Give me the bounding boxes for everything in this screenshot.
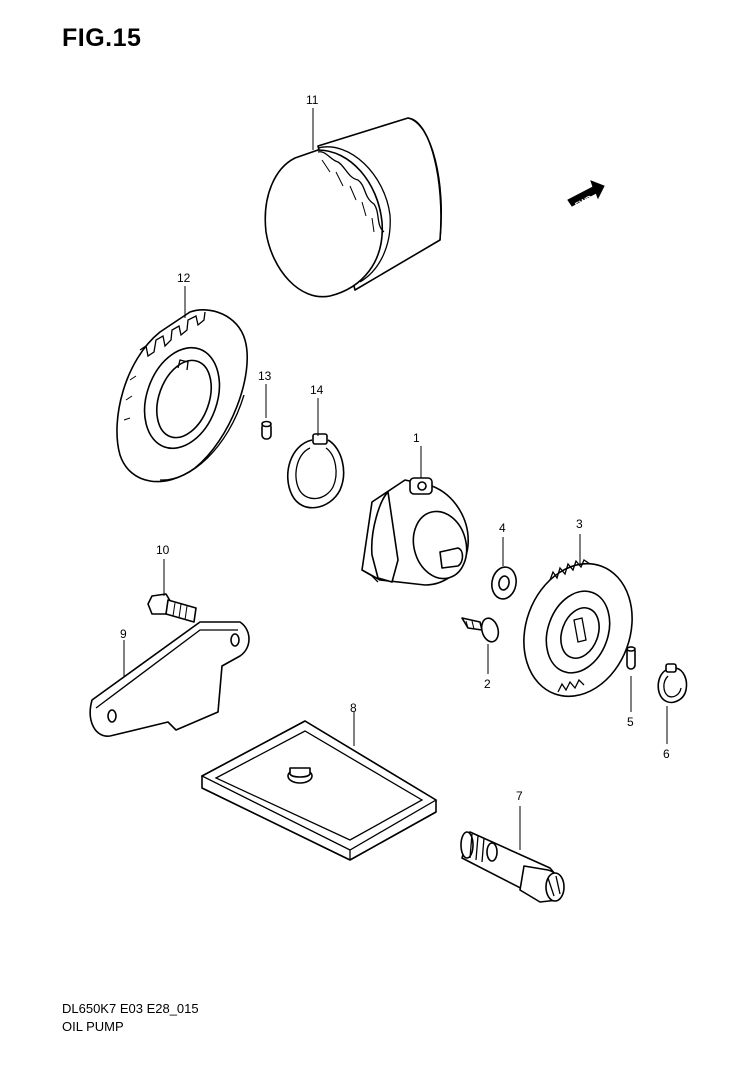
part-bracket-plate[interactable]	[89, 621, 250, 737]
figure-name: OIL PUMP	[62, 1019, 124, 1034]
callout-14: 14	[310, 383, 324, 397]
callout-5: 5	[627, 715, 634, 729]
part-screw[interactable]	[461, 616, 501, 643]
figure-code: DL650K7 E03 E28_015	[62, 1001, 199, 1016]
part-pin-5[interactable]	[626, 646, 636, 670]
callout-6: 6	[663, 747, 670, 761]
part-circlip-6[interactable]	[657, 663, 688, 704]
callout-1: 1	[413, 431, 420, 445]
figure-title: FIG.15	[62, 24, 142, 52]
part-bolt[interactable]	[147, 593, 197, 623]
callout-8: 8	[350, 701, 357, 715]
part-oil-pump[interactable]	[361, 477, 474, 586]
part-pin-13[interactable]	[261, 420, 272, 440]
part-oil-strainer[interactable]	[200, 720, 438, 861]
callout-13: 13	[258, 369, 272, 383]
part-circlip-14[interactable]	[287, 433, 345, 509]
callout-7: 7	[516, 789, 523, 803]
callout-labels: 1 2 3 4 5 6 7 8 9 10 11 12 13 14	[120, 93, 670, 803]
part-oil-pressure-regulator[interactable]	[460, 831, 565, 903]
callout-12: 12	[177, 271, 191, 285]
part-washer[interactable]	[489, 565, 518, 601]
callout-4: 4	[499, 521, 506, 535]
callout-11: 11	[306, 93, 319, 107]
callout-10: 10	[156, 543, 170, 557]
callout-9: 9	[120, 627, 127, 641]
part-drive-gear[interactable]	[116, 309, 249, 483]
part-driven-gear[interactable]	[506, 548, 650, 711]
callout-3: 3	[576, 517, 583, 531]
part-oil-filter[interactable]	[264, 117, 443, 298]
fwd-arrow-icon: FWD	[567, 180, 605, 210]
callout-2: 2	[484, 677, 491, 691]
